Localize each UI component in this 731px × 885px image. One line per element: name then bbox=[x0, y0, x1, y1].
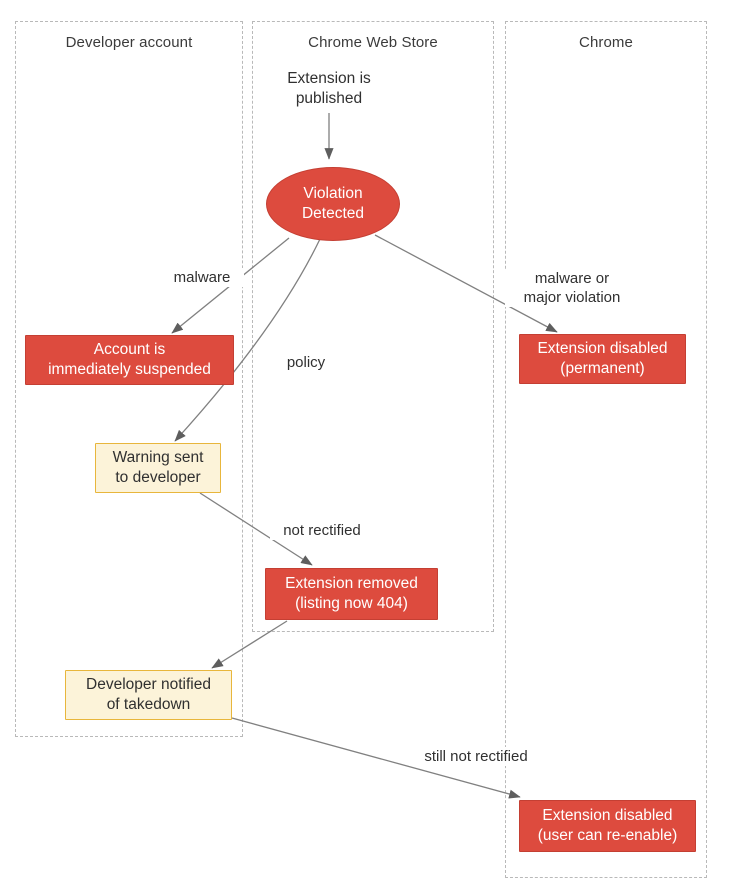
swimlane-chrome-web-store: Chrome Web Store bbox=[252, 21, 494, 632]
node-warning-sent[interactable]: Warning sent to developer bbox=[95, 443, 221, 493]
edge-label-malware: malware bbox=[160, 268, 244, 288]
node-violation-detected[interactable]: Violation Detected bbox=[266, 167, 400, 241]
node-extension-published: Extension is published bbox=[287, 70, 371, 107]
node-developer-notified[interactable]: Developer notified of takedown bbox=[65, 670, 232, 720]
edge-label-malware-or-major-violation: malware or major violation bbox=[505, 269, 639, 308]
swimlane-title-chrome-web-store: Chrome Web Store bbox=[308, 34, 438, 51]
edge-label-still-not-rectified: still not rectified bbox=[409, 747, 543, 767]
node-extension-disabled-permanent[interactable]: Extension disabled (permanent) bbox=[519, 334, 686, 384]
swimlane-title-developer-account: Developer account bbox=[65, 34, 193, 51]
swimlane-chrome: Chrome bbox=[505, 21, 707, 878]
edge-label-not-rectified: not rectified bbox=[270, 521, 374, 541]
node-extension-removed[interactable]: Extension removed (listing now 404) bbox=[265, 568, 438, 620]
node-account-suspended[interactable]: Account is immediately suspended bbox=[25, 335, 234, 385]
swimlane-title-chrome: Chrome bbox=[579, 34, 633, 51]
node-extension-disabled-reenable[interactable]: Extension disabled (user can re-enable) bbox=[519, 800, 696, 852]
edge-label-policy: policy bbox=[274, 353, 338, 373]
